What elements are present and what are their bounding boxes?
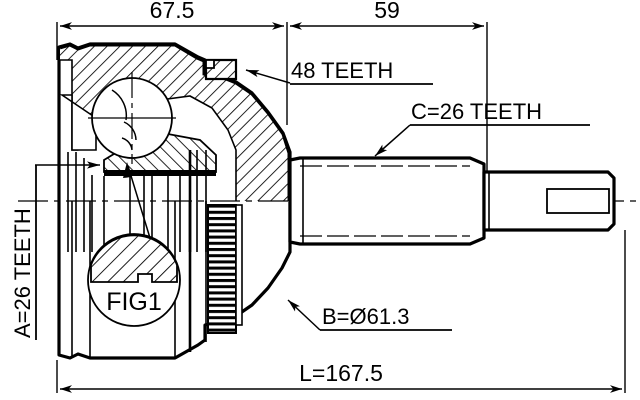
dimension-label-67-5: 67.5	[150, 0, 195, 23]
top-dimension-group: 67.5 59	[56, 0, 488, 178]
fig1-hatch-region	[90, 234, 178, 283]
tone-ring-teeth-band	[207, 204, 237, 334]
callout-48-leader	[245, 69, 291, 84]
callout-b-leader	[287, 299, 321, 331]
callout-48-teeth: 48 TEETH	[245, 58, 433, 85]
tone-ring-band-edge	[235, 204, 243, 326]
ball-shade-arc-1	[111, 89, 128, 121]
fig1-detail-circle: FIG1	[87, 162, 181, 327]
hatch-upper-bell-border	[59, 43, 291, 201]
raceway-lip	[59, 94, 97, 151]
ball-bearing	[88, 72, 176, 164]
callout-c26-teeth: C=26 TEETH	[374, 99, 590, 157]
tone-ring-section-tab	[205, 59, 215, 69]
ball-shade-arc-3	[121, 137, 133, 151]
overall-length-dimension: L=167.5	[56, 230, 626, 393]
callout-c26-leader	[374, 124, 411, 157]
abs-tone-ring	[204, 58, 243, 334]
callout-c26-label: C=26 TEETH	[411, 99, 542, 124]
callout-b-label: B=Ø61.3	[322, 304, 409, 329]
inner-race-base	[104, 170, 216, 176]
fig1-label: FIG1	[106, 288, 162, 316]
callout-48-label: 48 TEETH	[291, 58, 393, 83]
fig1-leader	[127, 165, 151, 239]
callout-b-diameter: B=Ø61.3	[287, 299, 452, 331]
dimension-label-59: 59	[374, 0, 400, 23]
callout-a26-label: A=26 TEETH	[10, 208, 35, 338]
bell-lower-outline	[71, 201, 207, 358]
dimension-label-L: L=167.5	[299, 360, 383, 386]
shaft-main-body	[288, 156, 486, 246]
output-shaft	[288, 156, 616, 246]
circlip-groove	[546, 188, 610, 214]
fig1-leader-arrow	[123, 162, 132, 178]
callout-a26-teeth: A=26 TEETH	[10, 161, 100, 340]
